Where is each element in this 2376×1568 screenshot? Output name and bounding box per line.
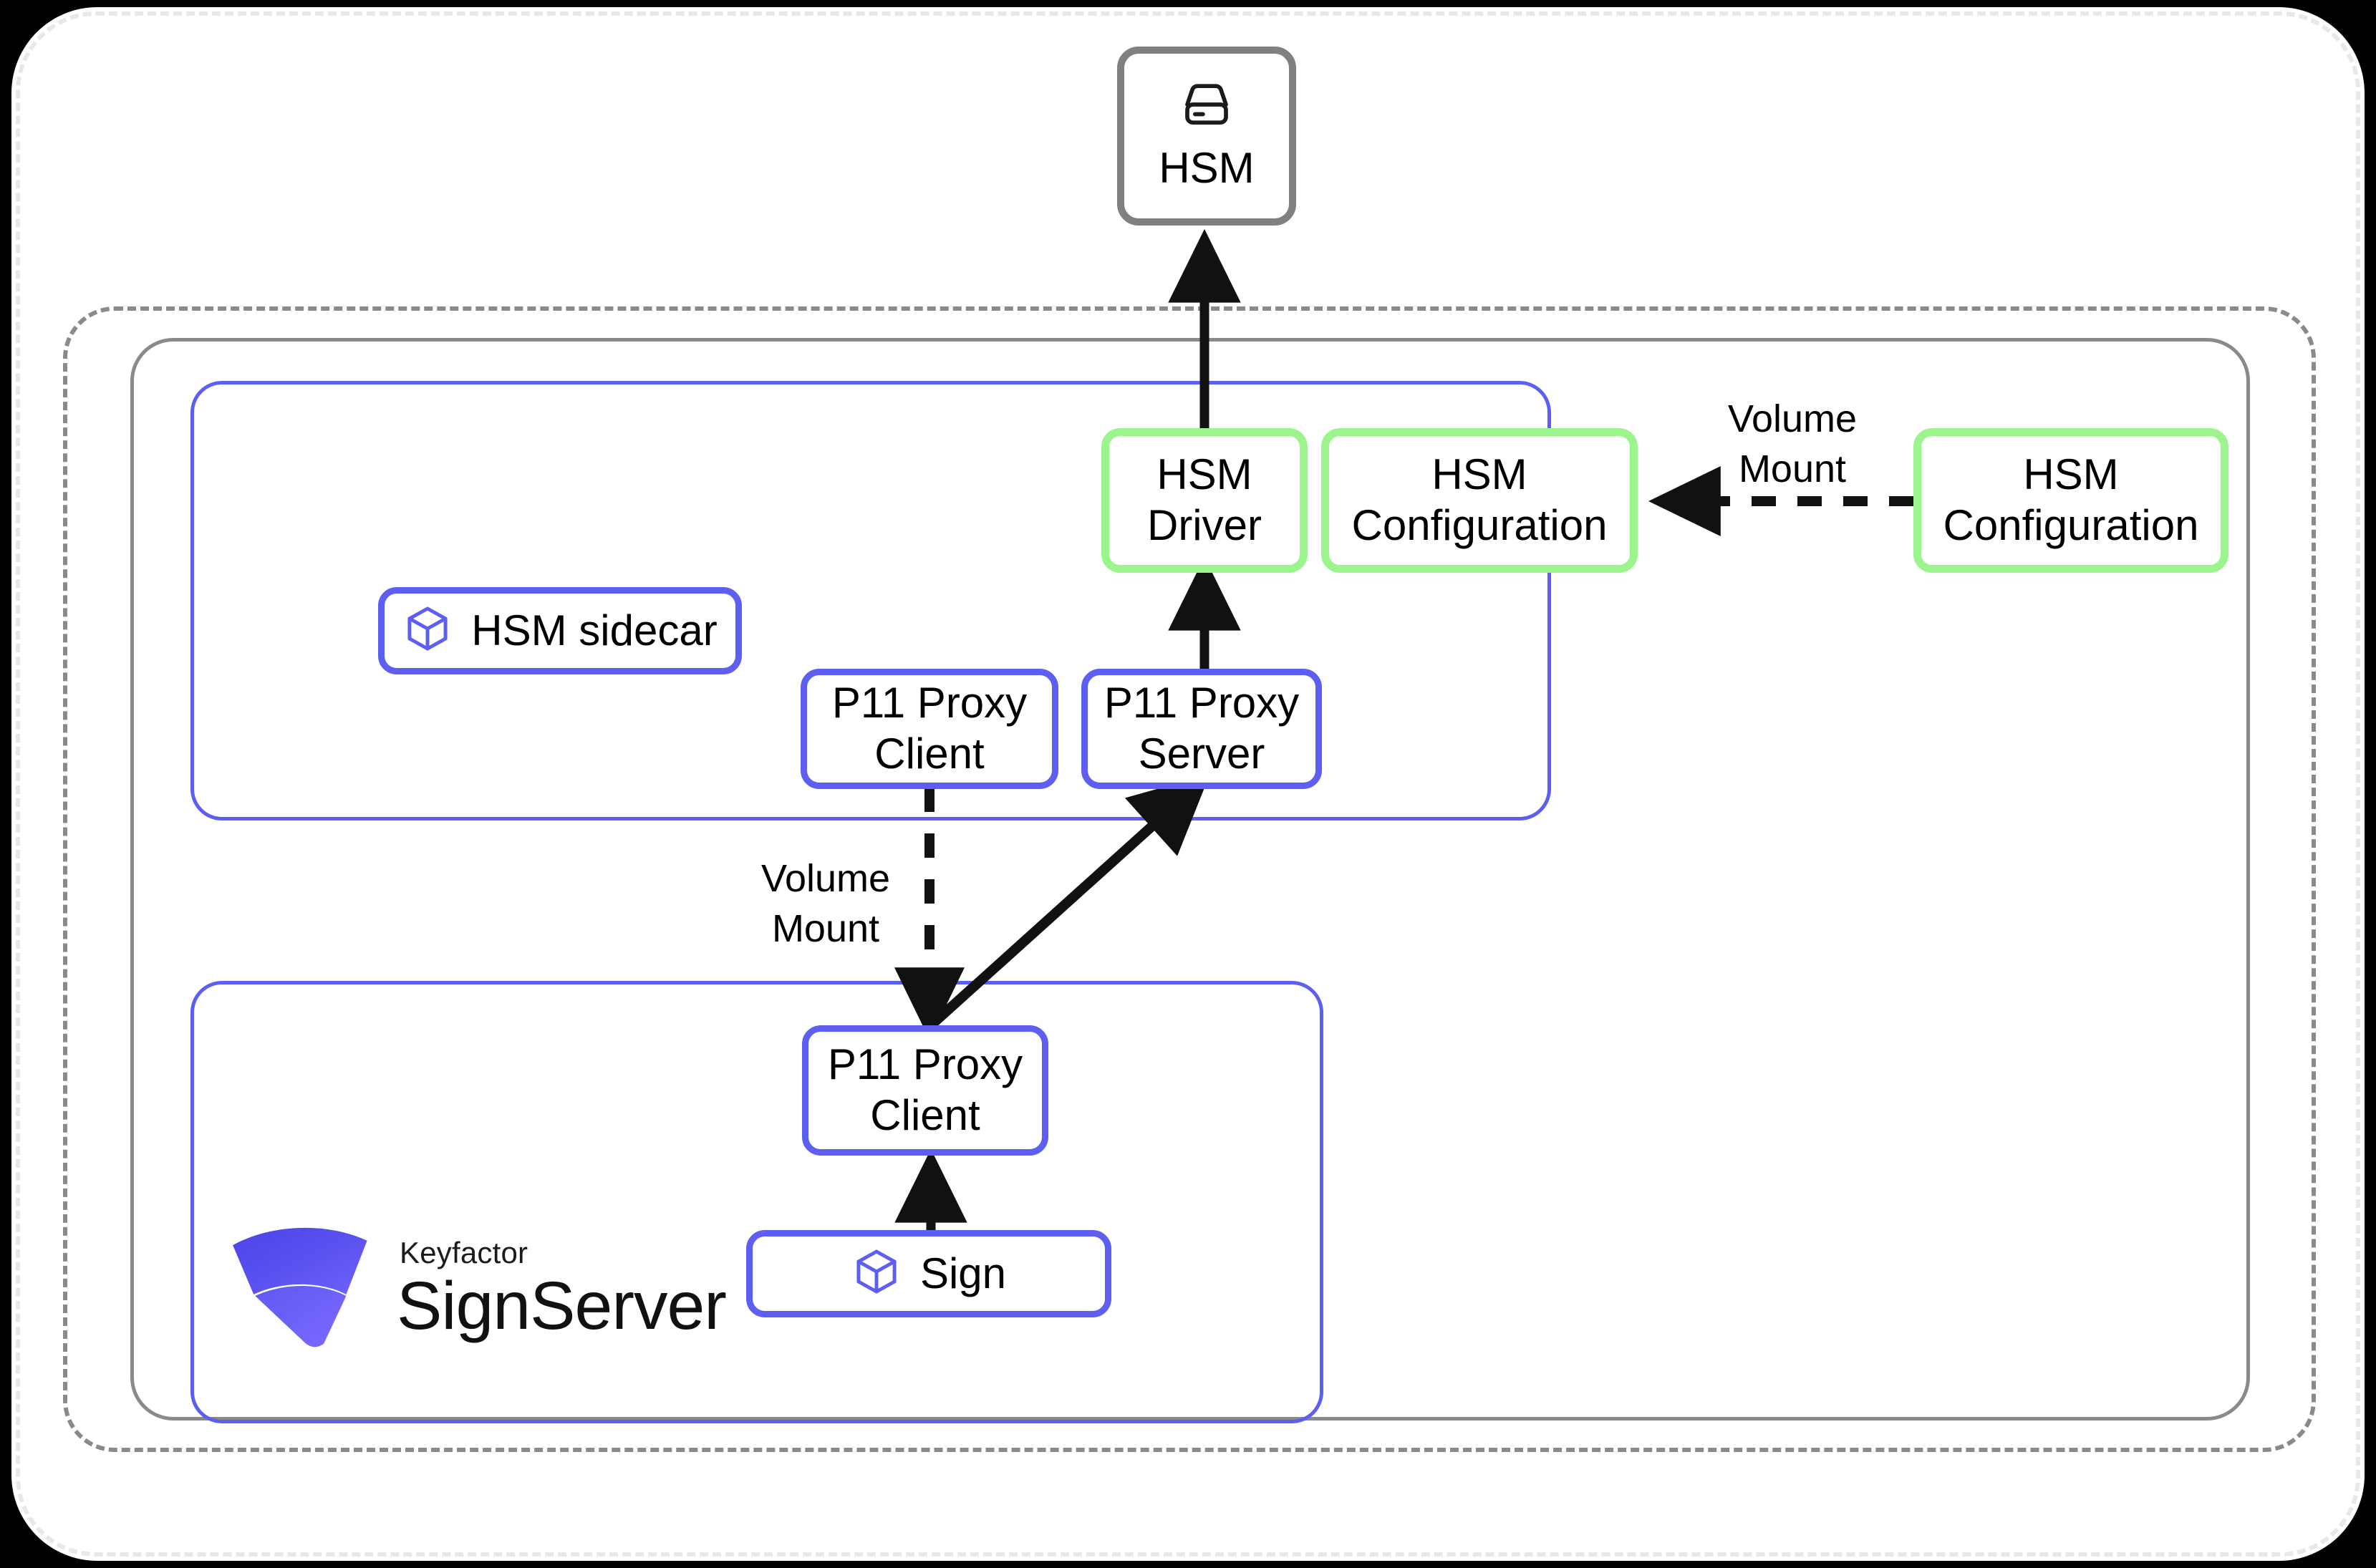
node-hsm-configuration-inner[interactable]: HSM Configuration [1321, 428, 1638, 573]
signserver-container [190, 981, 1323, 1423]
pod-boundary [63, 306, 2316, 1452]
node-hsm-sidecar[interactable]: HSM sidecar [378, 587, 742, 674]
edge-label-volume-mount-right: Volume Mount [1727, 397, 1858, 491]
node-p11-proxy-client-lower[interactable]: P11 Proxy Client [802, 1025, 1048, 1156]
node-sign[interactable]: Sign [746, 1230, 1111, 1317]
node-hsm-label: HSM [1159, 143, 1255, 192]
node-hsm-driver[interactable]: HSM Driver [1101, 428, 1308, 573]
node-hsm[interactable]: HSM [1117, 47, 1296, 226]
node-p11-proxy-server[interactable]: P11 Proxy Server [1081, 669, 1322, 789]
node-sign-label: Sign [919, 1249, 1007, 1297]
hard-drive-icon [1179, 79, 1235, 135]
node-hsm-configuration-outer[interactable]: HSM Configuration [1913, 428, 2228, 573]
outer-host-boundary [16, 11, 2360, 1557]
keyfactor-fan-logo [228, 1224, 378, 1353]
brand-product: SignServer [397, 1267, 727, 1344]
hsm-sidecar-container [190, 381, 1551, 821]
node-hsm-sidecar-label: HSM sidecar [471, 606, 718, 654]
edge-label-volume-mount-center: Volume Mount [760, 857, 891, 951]
cube-icon [851, 1247, 902, 1301]
cube-icon [402, 604, 453, 658]
brand-vendor: Keyfactor [400, 1235, 528, 1269]
node-p11-proxy-client-upper[interactable]: P11 Proxy Client [801, 669, 1058, 789]
node-boundary [130, 338, 2250, 1421]
signserver-brand: Keyfactor SignServer [228, 1224, 727, 1353]
